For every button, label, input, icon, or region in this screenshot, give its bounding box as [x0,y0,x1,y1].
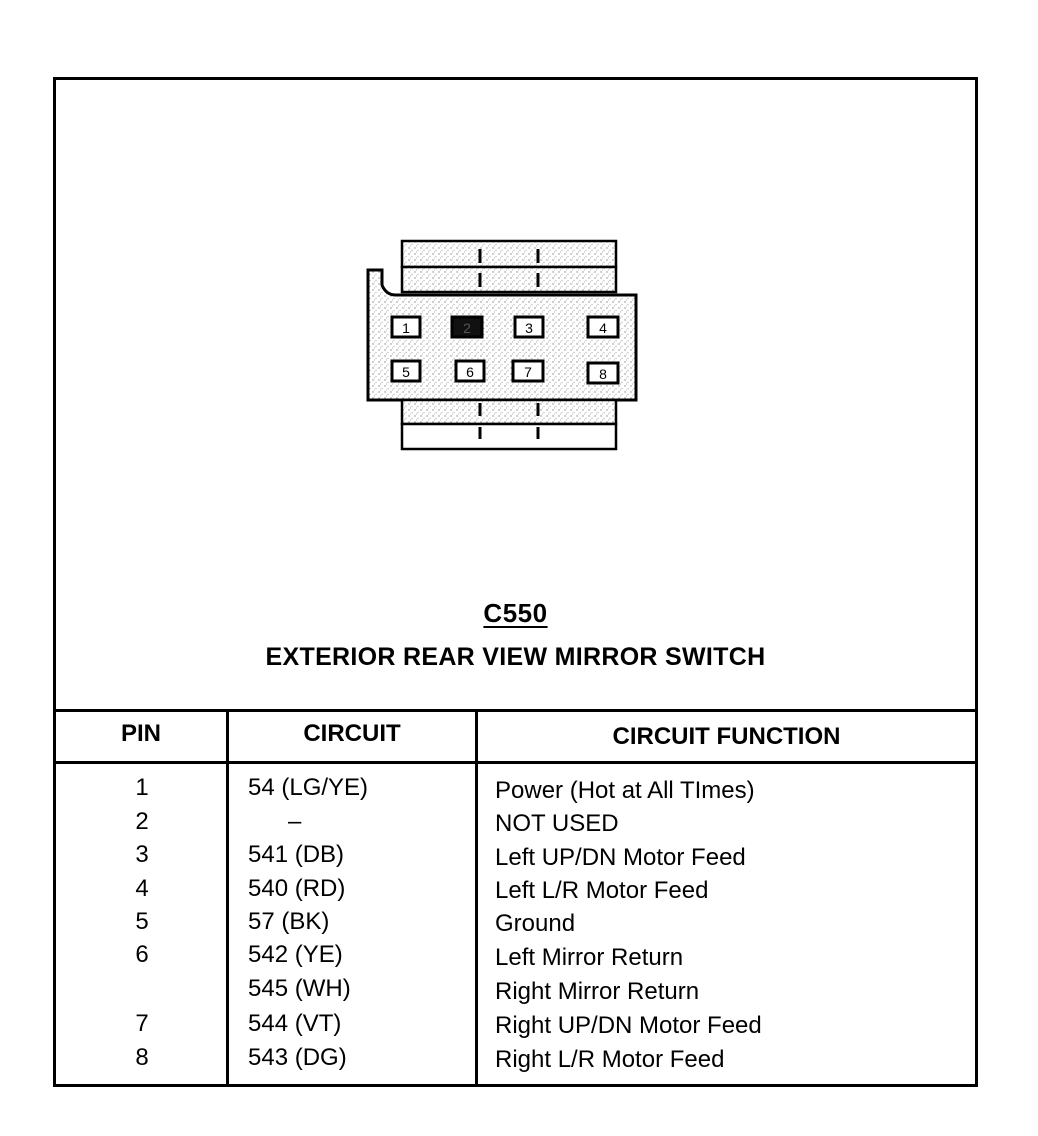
circuit-function: Left UP/DN Motor Feed [495,844,746,871]
svg-text:4: 4 [599,320,607,336]
table-header-divider [56,761,975,764]
pin-cavity-2: 2 [450,315,484,339]
pin-cavity-1: 1 [390,315,422,339]
pin-number: 1 [135,774,149,801]
circuit-column-header: CIRCUIT [303,720,401,747]
function-column-header: CIRCUIT FUNCTION [612,723,841,750]
circuit-function: Ground [495,910,576,937]
svg-text:1: 1 [402,320,410,336]
pin-cavity-4: 4 [586,315,620,339]
diagram-frame [53,77,978,1087]
circuit-function: Right L/R Motor Feed [495,1046,725,1073]
connector-face-diagram: 1 2 3 4 5 6 7 8 [366,239,638,451]
circuit-function: Power (Hot at All TImes) [495,777,755,804]
pin-cavity-5: 5 [390,359,422,383]
circuit-value: 545 (WH) [248,975,351,1002]
pin-number: 4 [135,875,149,902]
pin-cavity-8: 8 [586,361,620,385]
connector-top-latch [400,239,618,294]
circuit-function: Right UP/DN Motor Feed [495,1012,762,1039]
table-col-divider-1 [226,709,229,1084]
circuit-value: 540 (RD) [248,875,346,902]
pin-number: 5 [135,908,149,935]
pin-number: 3 [135,841,149,868]
circuit-value: 541 (DB) [248,841,345,868]
circuit-function: NOT USED [495,810,619,837]
circuit-value: 57 (BK) [248,908,330,935]
connector-title-block: C550 EXTERIOR REAR VIEW MIRROR SWITCH [56,598,975,672]
circuit-value: 543 (DG) [248,1044,347,1071]
pin-cavity-6: 6 [454,359,486,383]
table-top-border [56,709,975,712]
connector-bottom-latch [400,398,618,451]
circuit-value: 542 (YE) [248,941,343,968]
connector-body [366,268,638,402]
circuit-function: Left Mirror Return [495,944,684,971]
svg-text:6: 6 [466,364,474,380]
circuit-value: – [288,808,302,835]
pin-number: 6 [135,941,149,968]
pin-number: 2 [135,808,149,835]
pin-number: 7 [135,1010,149,1037]
svg-text:5: 5 [402,364,410,380]
table-col-divider-2 [475,709,478,1084]
circuit-value: 54 (LG/YE) [248,774,369,801]
connector-id: C550 [483,598,548,628]
pin-cavity-3: 3 [513,315,545,339]
pin-table: PIN CIRCUIT CIRCUIT FUNCTION 1 54 (LG/YE… [56,709,975,1084]
circuit-value: 544 (VT) [248,1010,342,1037]
svg-text:7: 7 [524,364,532,380]
circuit-function: Right Mirror Return [495,978,700,1005]
svg-text:2: 2 [463,320,471,336]
pin-cavity-7: 7 [511,359,545,383]
svg-text:8: 8 [599,366,607,382]
circuit-function: Left L/R Motor Feed [495,877,709,904]
svg-text:3: 3 [525,320,533,336]
pin-column-header: PIN [120,720,161,747]
pin-number: 8 [135,1044,149,1071]
connector-name: EXTERIOR REAR VIEW MIRROR SWITCH [265,643,766,671]
